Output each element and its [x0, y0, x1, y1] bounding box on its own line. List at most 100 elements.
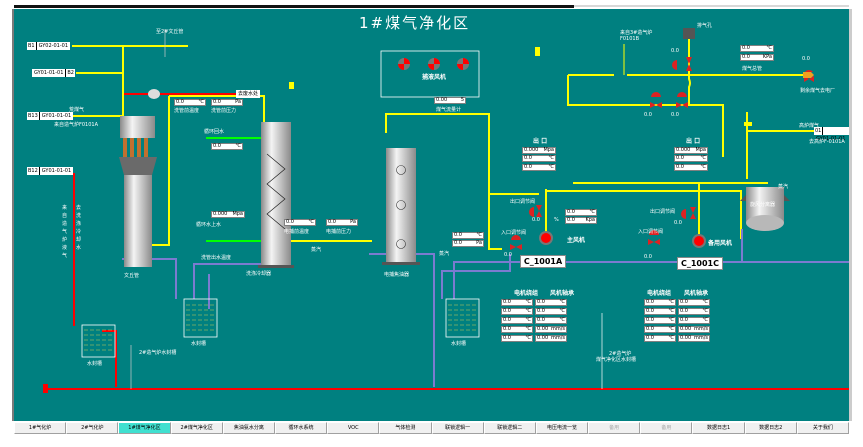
fan-bearing-field: 0.0℃	[535, 317, 567, 324]
motor-temp-field: 0.0℃	[501, 299, 533, 306]
pipe-cooler-return	[193, 263, 264, 299]
motor-temp-field: 0.0℃	[644, 299, 676, 306]
outlet-arrow	[803, 72, 814, 78]
main-outlet-label: 出 口	[533, 138, 548, 145]
main-fan[interactable]	[539, 231, 553, 245]
vertical-label-right: 去洗涤冷却水	[76, 205, 82, 251]
motor-temp-field: 0.0℃	[644, 335, 676, 342]
to-furnace-tag[interactable]: 01GY01-01-01	[814, 127, 849, 142]
tab-13[interactable]: 数据日志1	[692, 422, 745, 434]
backup-outlet-valve-label: 出口调节阀	[650, 209, 676, 215]
ep-pre-temp-label: 电捕前温度	[284, 229, 310, 235]
to-2-blower-label: 至2#文丘管	[156, 29, 184, 35]
tab-14[interactable]: 数据日志2	[744, 422, 797, 434]
blower-group-label: 捕液风机	[422, 74, 447, 81]
wash-cooler	[258, 122, 294, 268]
from-3-furnace-id: F0101B	[620, 36, 640, 42]
separator-steam-label: 蒸汽	[778, 184, 789, 190]
venturi-scrubber	[119, 116, 157, 267]
control-valves	[510, 57, 814, 250]
backup-fan[interactable]	[692, 234, 706, 248]
main-inlet-valve-value: 0.0	[504, 252, 512, 258]
tab-5[interactable]: 循环水系统	[274, 422, 328, 434]
tab-10[interactable]: 电压电流一览	[535, 422, 589, 434]
furnace-gas-label: 高炉煤气	[799, 123, 820, 129]
vertical-label-left: 来自造气炉液气	[62, 205, 68, 259]
sep-out-temp-field: 0.0℃	[452, 232, 484, 239]
raw-gas-label: 荒煤气	[69, 107, 85, 113]
blower-group-box	[380, 50, 480, 98]
tab-7[interactable]: 气体检测	[379, 422, 432, 434]
tab-11: 备用	[588, 422, 641, 434]
pipe-cap	[289, 82, 294, 89]
pre-temp-label: 洗管前温度	[174, 108, 200, 114]
motor-temp-field: 0.0℃	[501, 326, 533, 333]
tag-id: GY01-01-01	[41, 168, 72, 174]
motor-temp-field: 0.0℃	[501, 317, 533, 324]
water-seal-label: 水封槽	[87, 361, 103, 367]
raw-gas-source-label: 来自造气炉F0101A	[54, 122, 99, 128]
seal-note-a: 2#造气炉	[609, 351, 632, 357]
tab-9[interactable]: 联锁逻辑二	[483, 422, 536, 434]
pipe-cap	[744, 122, 752, 126]
tab-2[interactable]: 1#煤气净化区	[118, 422, 171, 434]
window-top-border-right	[574, 5, 849, 7]
motor-temp-field: 0.0℃	[501, 308, 533, 315]
water-seal-note: 2#造气炉水封槽	[139, 350, 177, 356]
tag-code: B2	[65, 69, 74, 77]
pipe-exhaust	[568, 39, 691, 105]
tab-6[interactable]: VOC	[327, 422, 380, 434]
water-seal-tanks	[81, 298, 480, 358]
backup-fan-label: 备用风机	[708, 240, 733, 247]
tab-0[interactable]: 1#气化炉	[14, 422, 67, 434]
tag-id: GY01-01-01	[41, 113, 72, 119]
backup-fan-id[interactable]: C_1001C	[677, 257, 723, 270]
cycle-water-return-label: 循环回水	[204, 129, 225, 135]
tab-1[interactable]: 2#气化炉	[66, 422, 119, 434]
cool-out-temp-label: 洗管出水温度	[201, 255, 232, 261]
gas-main-label: 煤气总管	[742, 66, 763, 72]
main-out-temp1-field: 0.0℃	[522, 155, 556, 162]
venturi-label: 文丘管	[124, 273, 140, 279]
tab-12: 备用	[640, 422, 693, 434]
loop-valve2-value: 0.0	[671, 112, 679, 118]
tag-code: B13	[28, 112, 40, 120]
tab-8[interactable]: 联锁逻辑一	[431, 422, 484, 434]
steam-label-2: 蒸汽	[439, 251, 450, 257]
backup-outlet-valve-value: 0.0	[674, 220, 682, 226]
pump-icon	[148, 89, 160, 99]
pipe-ep-to-fan	[385, 113, 502, 250]
tab-4[interactable]: 焦油氨水分离	[222, 422, 275, 434]
backup-out-temp2-field: 0.0℃	[674, 164, 708, 171]
fan-bearing-field: 0.0℃	[678, 299, 710, 306]
main-fan-id[interactable]: C_1001A	[520, 255, 566, 268]
backup-inlet-valve-label: 入口调节阀	[638, 229, 664, 235]
gas-flow-label: 煤气流量计	[436, 107, 462, 113]
pipe-loop-right	[567, 75, 724, 157]
water-seal-label-3: 水封槽	[451, 341, 467, 347]
motor-temp-header-2: 电机绕组	[647, 290, 672, 297]
tab-3[interactable]: 2#煤气净化区	[170, 422, 223, 434]
main-out-temp2-field: 0.0℃	[522, 164, 556, 171]
pipe-fan-return	[441, 254, 511, 299]
wastewater-tag[interactable]: 去废水处	[236, 90, 261, 98]
process-diagram	[43, 28, 849, 393]
window-right-border	[849, 9, 852, 421]
seal-note-b: 煤气净化区水封槽	[596, 357, 637, 363]
tab-15[interactable]: 关于我们	[796, 422, 849, 434]
motor-temp-field: 0.0℃	[644, 317, 676, 324]
cool-water-temp-field: 0.0℃	[211, 143, 243, 150]
